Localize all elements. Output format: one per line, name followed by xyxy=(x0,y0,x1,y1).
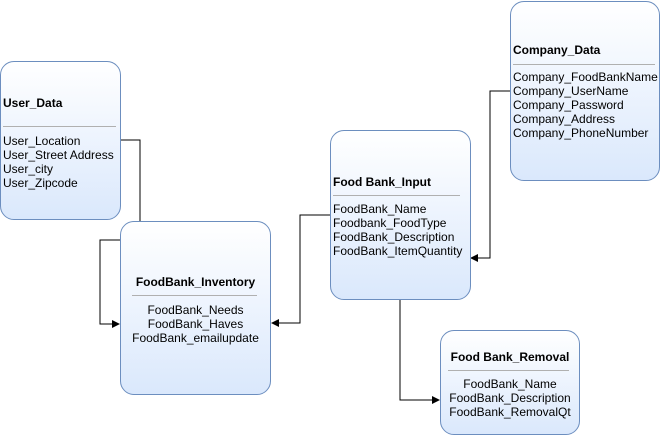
edge-input-to-removal xyxy=(399,300,440,404)
node-title: Company_Data xyxy=(513,43,601,57)
field: Company_PhoneNumber xyxy=(513,126,649,140)
field: Company_FoodBankName xyxy=(513,70,658,84)
node-separator xyxy=(132,295,257,296)
field: FoodBank_ItemQuantity xyxy=(333,244,463,258)
node-title: Food Bank_Input xyxy=(333,175,431,189)
food-bank-input-node[interactable]: Food Bank_Input FoodBank_Name Foodbank_F… xyxy=(330,130,471,300)
field: FoodBank_Name xyxy=(333,202,427,216)
field: User_Street Address xyxy=(3,148,114,162)
field: FoodBank_Name xyxy=(463,377,557,391)
field: FoodBank_Description xyxy=(449,391,571,405)
node-fields: User_Location User_Street Address User_c… xyxy=(3,134,114,190)
node-title: Food Bank_Removal xyxy=(450,350,570,364)
company-data-node[interactable]: Company_Data Company_FoodBankName Compan… xyxy=(510,1,660,181)
node-fields: FoodBank_Name FoodBank_Description FoodB… xyxy=(441,377,579,419)
field: FoodBank_Description xyxy=(333,230,455,244)
field: Company_UserName xyxy=(513,84,629,98)
node-separator xyxy=(448,370,569,371)
edge-inventory-self-loop xyxy=(99,239,120,328)
node-separator xyxy=(333,195,460,196)
field: FoodBank_Haves xyxy=(147,317,244,331)
node-separator xyxy=(3,126,116,127)
node-fields: Company_FoodBankName Company_UserName Co… xyxy=(513,70,658,140)
node-fields: FoodBank_Name Foodbank_FoodType FoodBank… xyxy=(333,202,462,258)
field: Company_Password xyxy=(513,98,624,112)
foodbank-inventory-node[interactable]: FoodBank_Inventory FoodBank_Needs FoodBa… xyxy=(120,221,271,395)
node-fields: FoodBank_Needs FoodBank_Haves FoodBank_e… xyxy=(121,303,270,345)
field: User_city xyxy=(3,162,54,176)
field: FoodBank_emailupdate xyxy=(132,331,259,345)
node-title: User_Data xyxy=(3,96,63,110)
field: User_Zipcode xyxy=(3,176,78,190)
node-separator xyxy=(513,64,655,65)
field: FoodBank_RemovalQt xyxy=(449,405,571,419)
node-title: FoodBank_Inventory xyxy=(135,275,256,289)
edge-user-data-to-inventory xyxy=(120,139,141,221)
field: Company_Address xyxy=(513,112,616,126)
edge-input-to-inventory xyxy=(271,214,330,327)
field: User_Location xyxy=(3,134,81,148)
edge-company-to-input xyxy=(470,90,510,262)
field: Foodbank_FoodType xyxy=(333,216,447,230)
field: FoodBank_Needs xyxy=(147,303,244,317)
user-data-node[interactable]: User_Data User_Location User_Street Addr… xyxy=(0,61,121,220)
food-bank-removal-node[interactable]: Food Bank_Removal FoodBank_Name FoodBank… xyxy=(440,330,580,435)
